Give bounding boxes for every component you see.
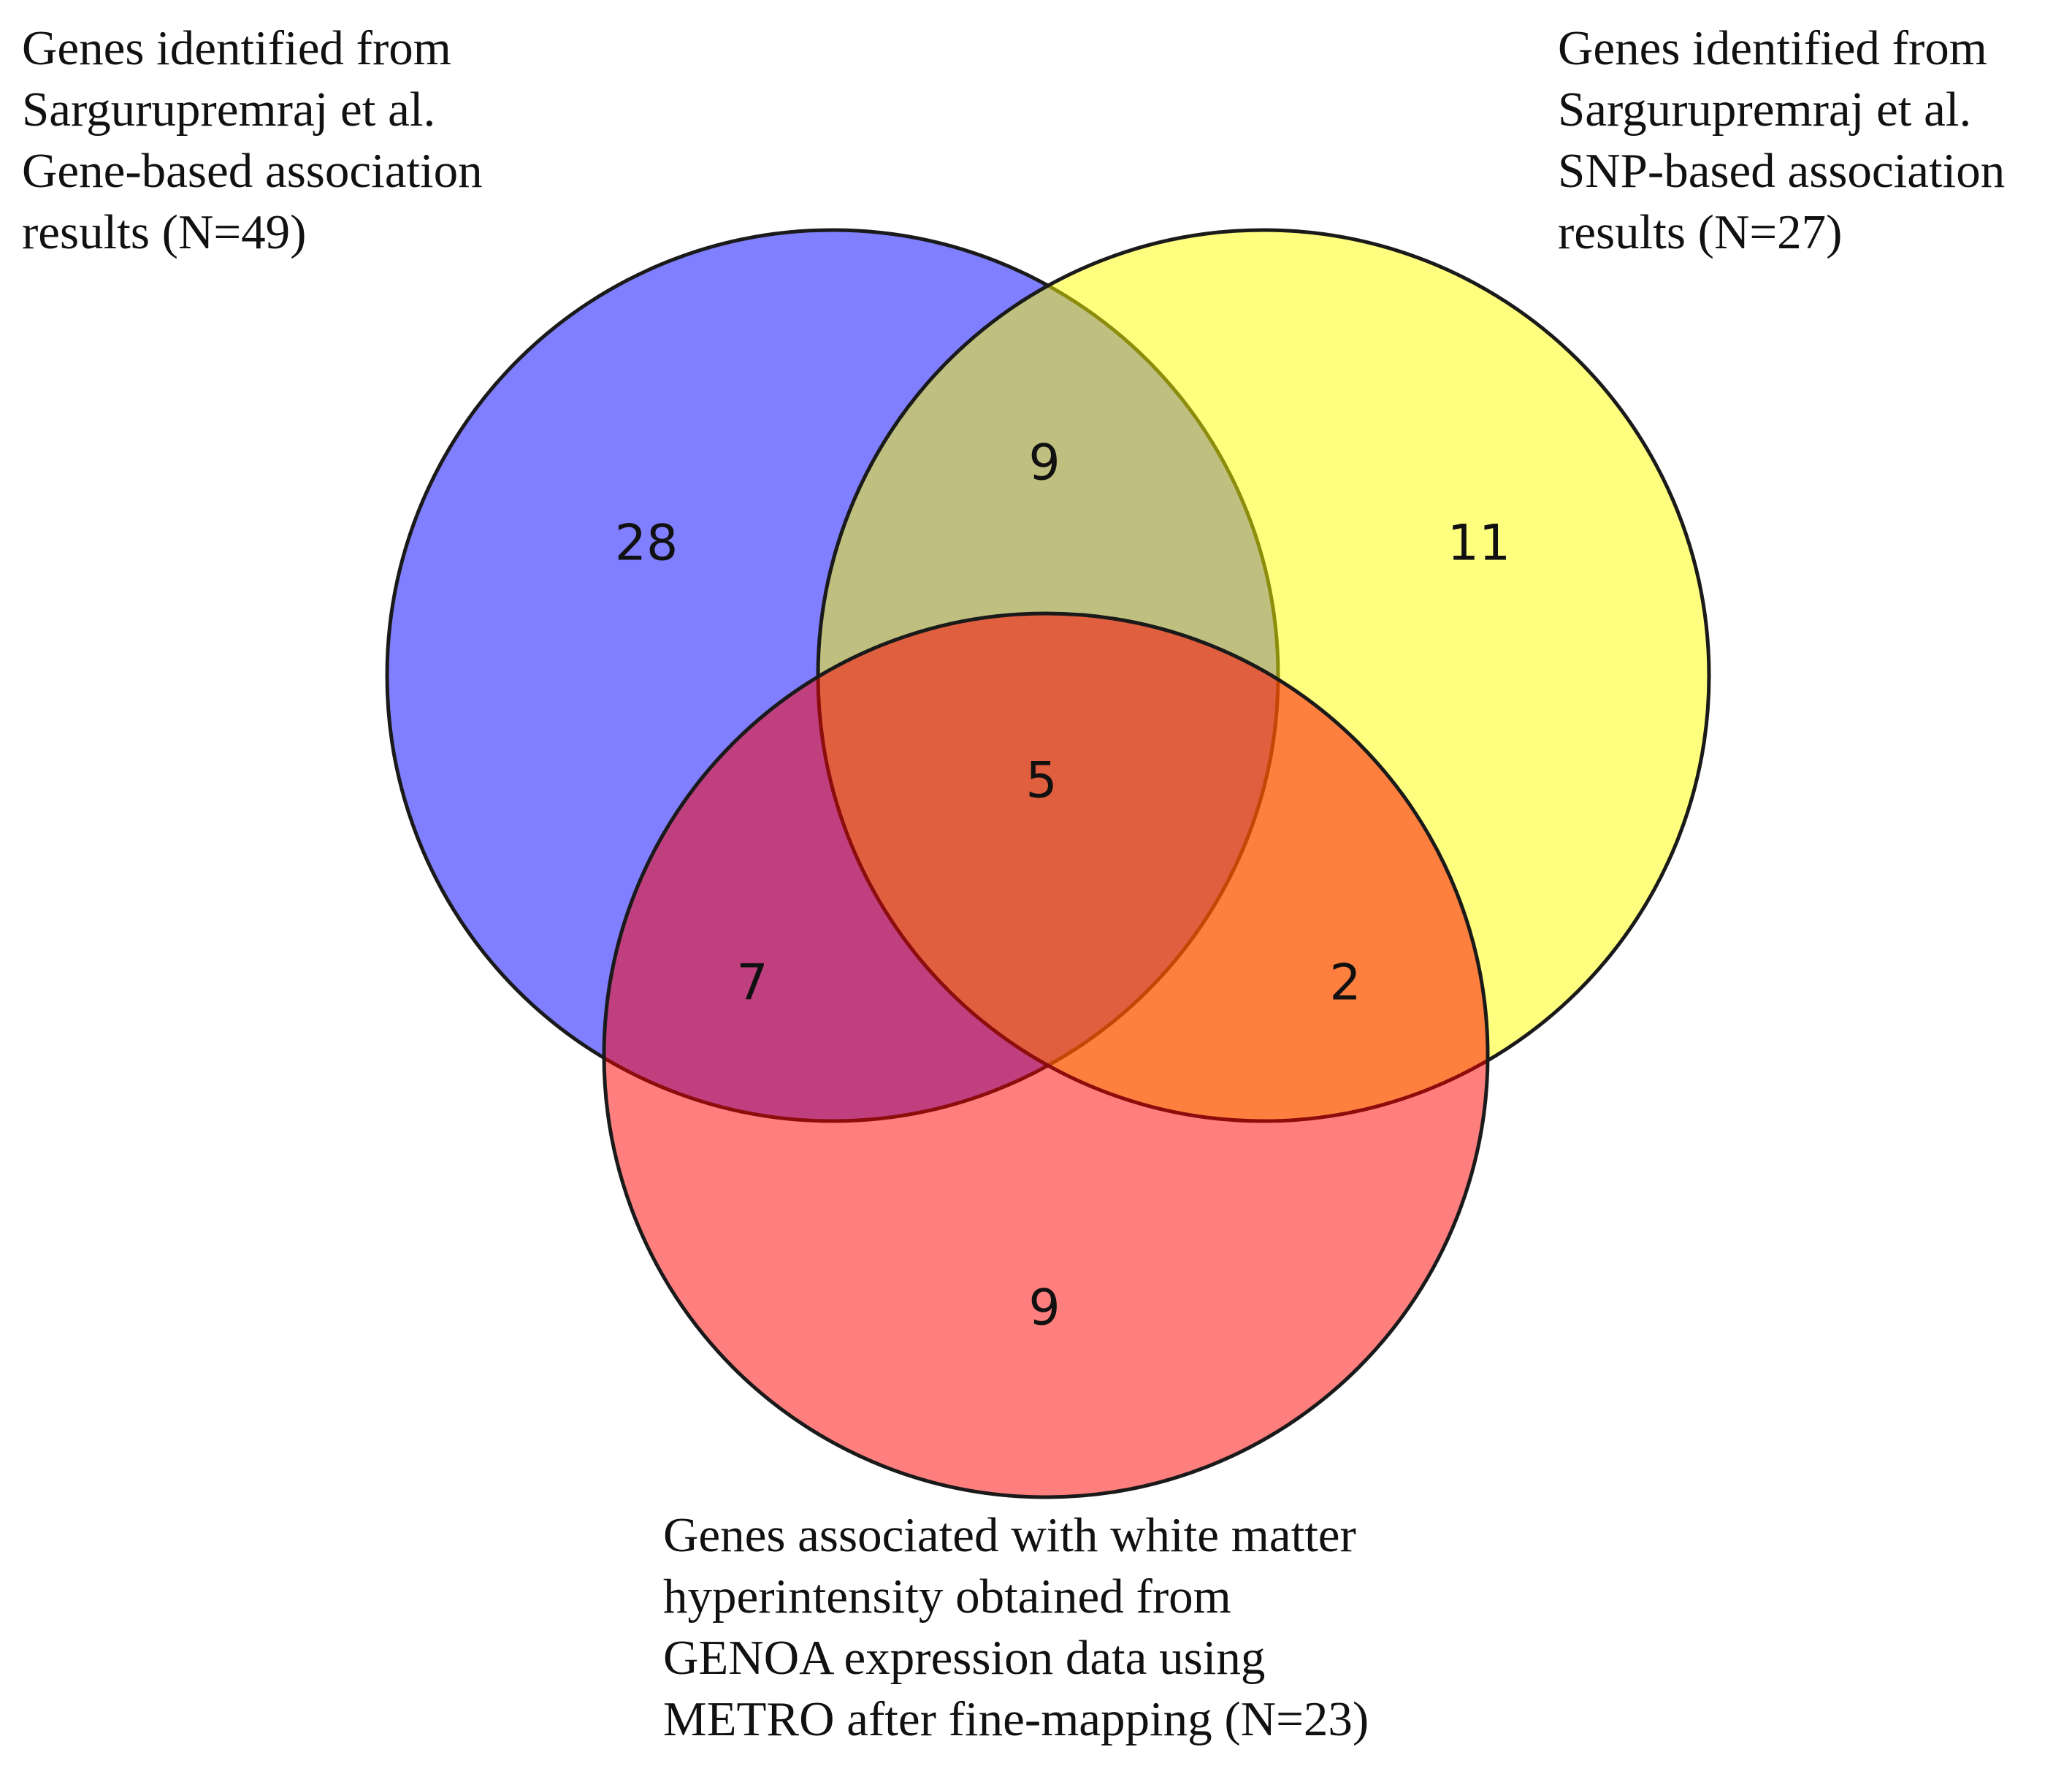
count-abc: 5 bbox=[1025, 752, 1057, 810]
set-c-label-line: GENOA expression data using bbox=[663, 1631, 1266, 1685]
count-ab: 9 bbox=[1028, 435, 1060, 492]
set-a-label-line: Genes identified from bbox=[22, 21, 451, 75]
set-b-label: Genes identified from Sargurupremraj et … bbox=[1558, 18, 2005, 263]
set-b-label-line: SNP-based association bbox=[1558, 144, 2006, 198]
set-b-label-line: results (N=27) bbox=[1558, 205, 1843, 259]
set-a-label-line: Gene-based association bbox=[22, 144, 483, 198]
set-a-label: Genes identified from Sargurupremraj et … bbox=[22, 18, 483, 263]
count-a-only: 28 bbox=[615, 515, 678, 573]
set-a-label-line: results (N=49) bbox=[22, 205, 307, 259]
set-c-label-line: METRO after fine-mapping (N=23) bbox=[663, 1692, 1369, 1746]
set-c-label: Genes associated with white matter hyper… bbox=[663, 1504, 1369, 1750]
set-b-label-line: Sargurupremraj et al. bbox=[1558, 83, 1972, 137]
count-ac: 7 bbox=[736, 955, 768, 1012]
count-c-only: 9 bbox=[1028, 1280, 1060, 1337]
set-a-label-line: Sargurupremraj et al. bbox=[22, 83, 436, 137]
set-c-label-line: hyperintensity obtained from bbox=[663, 1569, 1231, 1624]
count-bc: 2 bbox=[1329, 955, 1361, 1012]
count-b-only: 11 bbox=[1448, 515, 1511, 573]
set-c-label-line: Genes associated with white matter bbox=[663, 1508, 1356, 1562]
set-b-label-line: Genes identified from bbox=[1558, 21, 1987, 75]
set-c-circle bbox=[602, 611, 1490, 1499]
